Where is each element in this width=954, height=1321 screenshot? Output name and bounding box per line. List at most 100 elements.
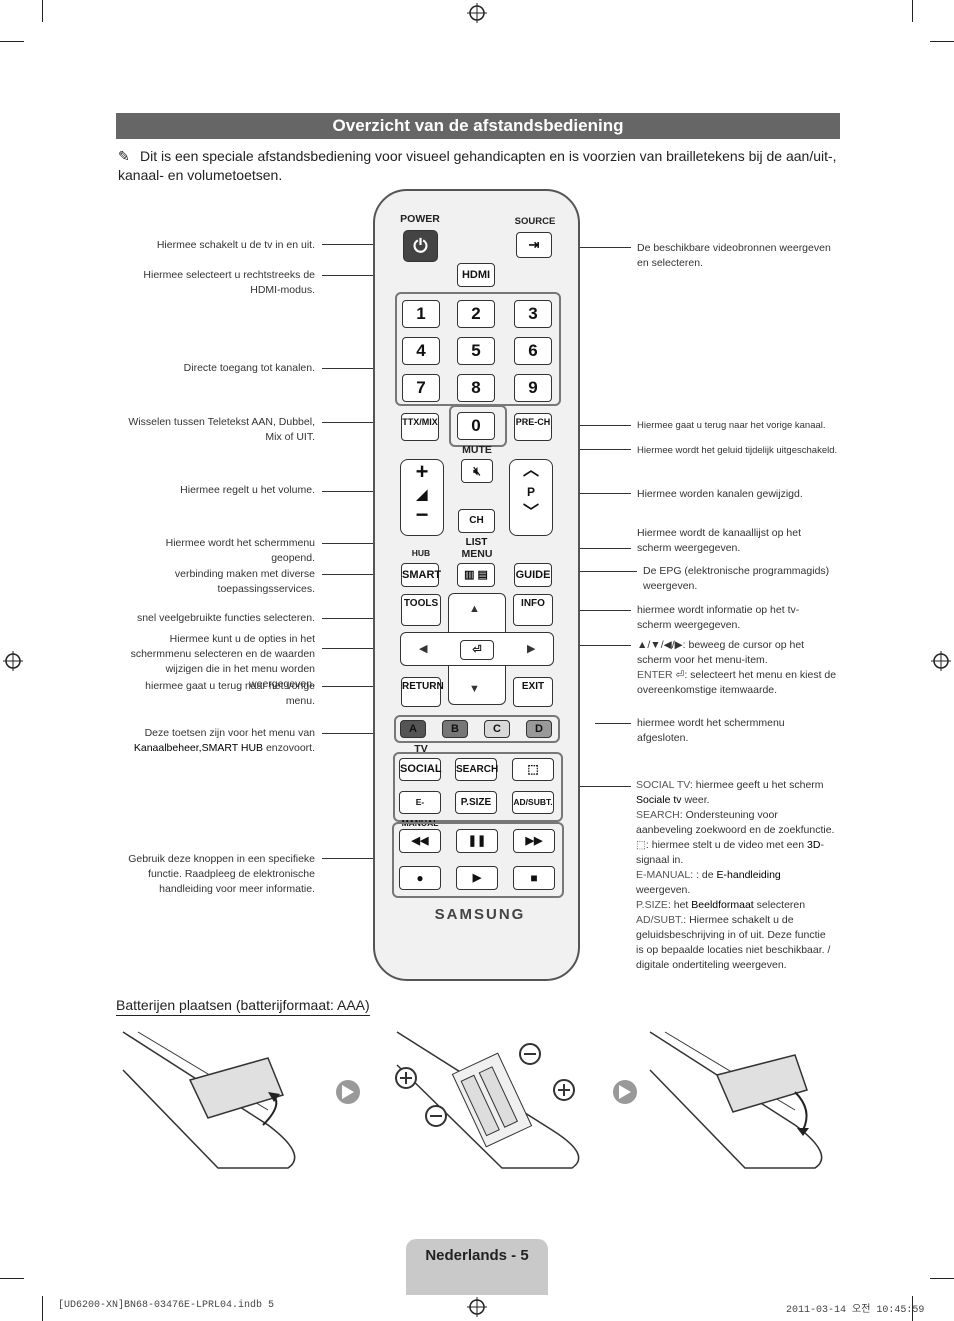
- fast-forward-button[interactable]: ▶▶: [513, 829, 555, 853]
- return-label: RETURN: [402, 681, 444, 692]
- exit-button[interactable]: EXIT: [513, 677, 553, 707]
- emanual-bold: E-handleiding: [716, 869, 781, 881]
- tools-button[interactable]: TOOLS: [401, 594, 441, 626]
- ad-subt-button[interactable]: AD/SUBT.: [512, 791, 554, 814]
- info-button[interactable]: INFO: [513, 594, 553, 626]
- annotation-smart-keys: SOCIAL TV: hiermee geeft u het scherm So…: [636, 778, 836, 973]
- color-button-d[interactable]: D: [526, 720, 552, 738]
- crop-mark: [912, 1296, 913, 1321]
- annotation-channel: Hiermee worden kanalen gewijzigd.: [637, 488, 803, 500]
- color-keys-group: [394, 715, 560, 743]
- number-button-0[interactable]: 0: [457, 412, 495, 440]
- channel-down-icon: ﹀: [522, 504, 539, 521]
- play-icon: ▶: [472, 872, 482, 884]
- dpad-left-button[interactable]: ◀: [419, 643, 428, 655]
- power-button[interactable]: ⏻: [403, 230, 438, 262]
- number-button-6[interactable]: 6: [514, 337, 552, 365]
- social-text: : hiermee geeft u het scherm: [689, 779, 824, 791]
- stop-button[interactable]: ■: [513, 866, 555, 890]
- number-button-4[interactable]: 4: [402, 337, 440, 365]
- social-button[interactable]: SOCIAL: [399, 758, 442, 781]
- page-title: Overzicht van de afstandsbediening: [116, 113, 840, 139]
- adsubt-label: AD/SUBT.: [636, 914, 684, 926]
- annotation-media: Gebruik deze knoppen in een specifieke f…: [128, 853, 315, 895]
- leader-line: [553, 610, 631, 611]
- annotation-channels: Directe toegang tot kanalen.: [183, 362, 315, 374]
- number-button-2[interactable]: 2: [457, 300, 495, 328]
- battery-step-2-illustration: [395, 1031, 580, 1169]
- note-text: Dit is een speciale afstandsbediening vo…: [118, 148, 837, 183]
- crop-mark: [0, 41, 24, 42]
- annotation-tools: snel veelgebruikte functies selecteren.: [136, 612, 315, 624]
- dpad-down-button[interactable]: ▼: [469, 683, 480, 695]
- 3d-cube-icon: ⬚: [527, 762, 539, 776]
- leader-line: [322, 491, 400, 492]
- record-button[interactable]: ●: [399, 866, 441, 890]
- number-button-5[interactable]: 5: [457, 337, 495, 365]
- pre-ch-button[interactable]: PRE-CH: [514, 413, 552, 441]
- channel-rocker[interactable]: ︿ P ﹀: [509, 459, 553, 536]
- registration-mark-icon: [931, 651, 951, 671]
- annotation-navigation: ▲/▼/◀/▶: beweeg de cursor op het scherm …: [637, 638, 837, 698]
- pencil-icon: ✎: [118, 148, 130, 164]
- search-text: : Ondersteuning voor aanbeveling zoekwoo…: [636, 809, 835, 836]
- color-button-b[interactable]: B: [442, 720, 468, 738]
- step-arrow-icon: [336, 1080, 360, 1104]
- color-button-a[interactable]: A: [400, 720, 426, 738]
- crop-mark: [930, 1278, 954, 1279]
- note: ✎Dit is een speciale afstandsbediening v…: [118, 147, 838, 185]
- leader-line: [322, 244, 402, 245]
- ch-list-button[interactable]: CH LIST: [458, 509, 495, 548]
- color-keys-tail: enzovoort.: [265, 742, 315, 754]
- nav-enter-text: : selecteert het menu en kiest de overee…: [637, 669, 837, 696]
- smart-hub-button[interactable]: SMART: [401, 563, 441, 587]
- menu-button[interactable]: ▥ ▤: [457, 563, 495, 587]
- p-size-button[interactable]: P.SIZE: [455, 791, 497, 814]
- threed-bold: 3D: [807, 839, 821, 851]
- guide-button[interactable]: GUIDE: [514, 563, 552, 587]
- e-manual-button[interactable]: E-MANUAL: [399, 791, 441, 828]
- leader-line: [595, 723, 631, 724]
- ttx-mix-button[interactable]: TTX/MIX: [401, 413, 439, 441]
- hdmi-button[interactable]: HDMI: [457, 263, 495, 287]
- prech-label: PRE-CH: [515, 417, 551, 427]
- enter-button[interactable]: ⏎: [460, 640, 494, 660]
- channel-up-icon: ︿: [522, 462, 539, 479]
- annotation-exit: hiermee wordt het schermmenu afgesloten.: [637, 717, 785, 744]
- volume-up-icon: +: [415, 459, 429, 484]
- menu-label: MENU: [461, 548, 493, 560]
- psize-label: P.SIZE: [636, 899, 668, 911]
- rewind-button[interactable]: ◀◀: [399, 829, 441, 853]
- search-button[interactable]: SEARCH: [455, 758, 498, 781]
- color-button-c[interactable]: C: [484, 720, 510, 738]
- pause-button[interactable]: ❚❚: [456, 829, 498, 853]
- volume-rocker[interactable]: + ◢ −: [400, 459, 444, 536]
- dpad-up-button[interactable]: ▲: [469, 603, 480, 615]
- leader-line: [553, 571, 637, 572]
- source-button[interactable]: ⇥: [516, 232, 552, 258]
- volume-down-icon: −: [415, 502, 429, 527]
- emanual-tail: weergeven.: [636, 884, 691, 896]
- 3d-button[interactable]: ⬚: [512, 758, 554, 781]
- leader-line: [322, 648, 400, 649]
- psize-tail: selecteren: [756, 899, 806, 911]
- number-button-3[interactable]: 3: [514, 300, 552, 328]
- color-keys-text: Deze toetsen zijn voor het menu van: [144, 727, 315, 739]
- registration-mark-icon: [467, 1297, 487, 1317]
- number-button-7[interactable]: 7: [402, 374, 440, 402]
- ttx-label: TTX/MIX: [402, 417, 438, 427]
- play-button[interactable]: ▶: [456, 866, 498, 890]
- number-button-1[interactable]: 1: [402, 300, 440, 328]
- power-label: POWER: [400, 213, 440, 225]
- return-button[interactable]: RETURN: [401, 677, 444, 707]
- mute-button[interactable]: 🔇︎: [461, 459, 493, 483]
- emanual-label: E-MANUAL: [636, 869, 691, 881]
- annotation-info: hiermee wordt informatie op het tv-scher…: [637, 604, 800, 631]
- fast-forward-icon: ▶▶: [525, 835, 543, 847]
- number-button-9[interactable]: 9: [514, 374, 552, 402]
- battery-heading: Batterijen plaatsen (batterijformaat: AA…: [116, 997, 370, 1016]
- hub-label: HUB: [411, 548, 431, 558]
- dpad-right-button[interactable]: ▶: [527, 643, 536, 655]
- number-button-8[interactable]: 8: [457, 374, 495, 402]
- leader-line: [322, 618, 400, 619]
